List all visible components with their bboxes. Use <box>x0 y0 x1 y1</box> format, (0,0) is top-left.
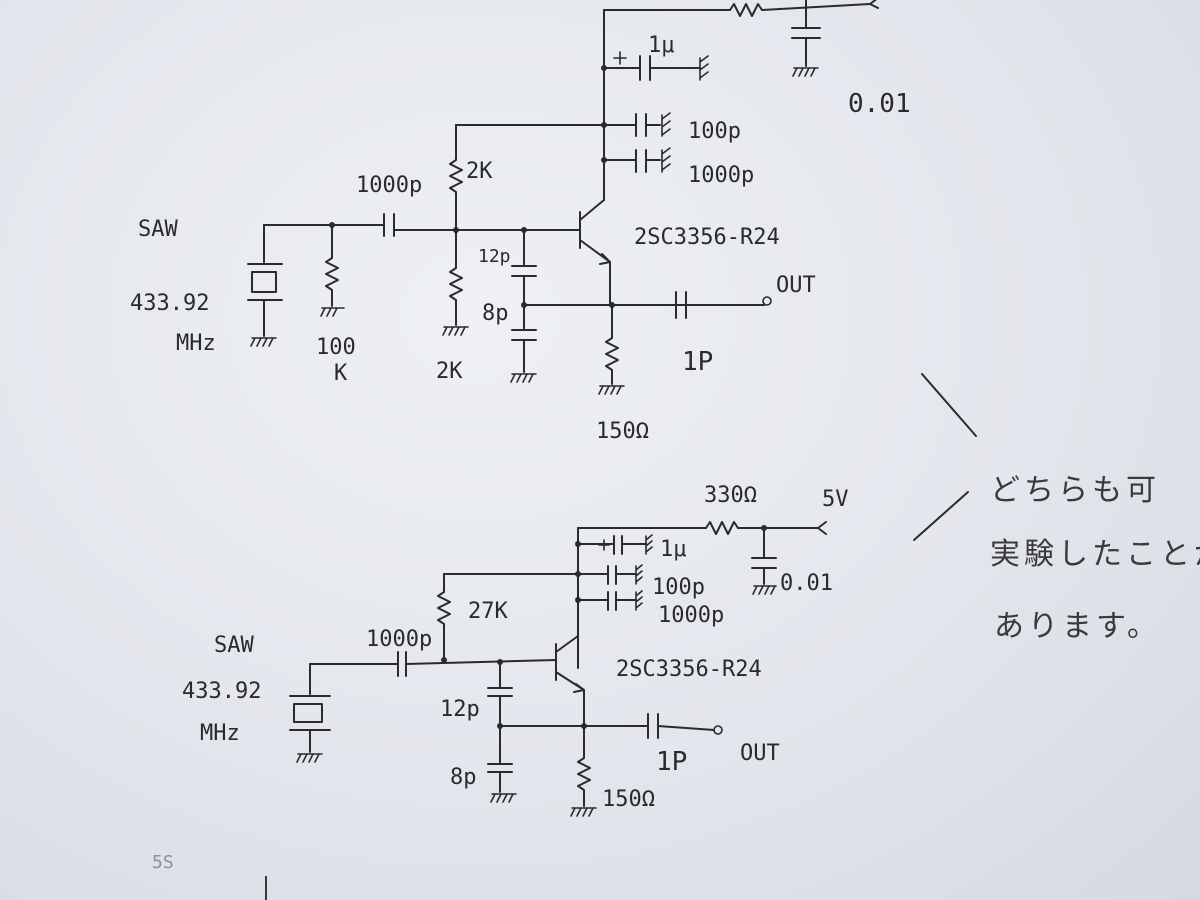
top-label-c-supply: 0.01 <box>848 89 911 119</box>
bottom-decoupling-caps <box>575 534 653 611</box>
top-label-transistor: 2SC3356-R24 <box>634 225 780 250</box>
bottom-label-c-decouple-1: 1μ <box>660 537 687 562</box>
bottom-label-c-feedback-1: 12p <box>440 697 480 722</box>
bottom-feedback-caps <box>487 659 643 803</box>
note-line-3: あります。 <box>994 609 1161 644</box>
bottom-label-r-supply: 330Ω <box>704 483 757 508</box>
top-transistor <box>455 199 611 306</box>
bottom-output <box>641 713 723 739</box>
top-label-c-coupling: 1000p <box>356 173 422 198</box>
bottom-emitter-resistor <box>570 725 597 817</box>
note-line-1: どちらも可 <box>990 473 1160 508</box>
top-label-c-feedback-1: 12p <box>478 246 511 267</box>
top-label-r-in-unit: K <box>334 361 348 386</box>
top-circuit: 0.01 1μ 100p 1000p 1000p 2K 2SC3356-R24 … <box>130 0 911 444</box>
top-output <box>611 291 772 319</box>
corner-mark: 5S <box>152 852 174 873</box>
top-label-r-bias-lower: 2K <box>436 359 463 384</box>
top-label-c-out: 1P <box>682 347 713 377</box>
top-decoupling-caps <box>601 51 709 201</box>
bottom-label-transistor: 2SC3356-R24 <box>616 657 762 682</box>
bottom-label-c-decouple-2: 100p <box>652 575 705 600</box>
top-label-c-decouple-1: 1μ <box>648 33 675 58</box>
bottom-label-r-emitter: 150Ω <box>602 787 655 812</box>
bottom-label-c-feedback-2: 8p <box>450 765 477 790</box>
bottom-label-saw-freq: 433.92 <box>182 679 261 704</box>
bottom-input-stage <box>289 651 557 763</box>
top-label-out: OUT <box>776 273 816 298</box>
divider-strokes <box>913 373 977 541</box>
bottom-transistor <box>555 635 585 727</box>
top-input-stage <box>247 213 457 347</box>
bottom-label-c-coupling: 1000p <box>366 627 432 652</box>
side-note: どちらも可 実験したことが あります。 <box>990 473 1200 644</box>
bottom-label-c-out: 1P <box>656 747 687 777</box>
bottom-label-r-bias: 27K <box>468 599 508 624</box>
bottom-label-supply-voltage: 5V <box>822 487 849 512</box>
bottom-circuit: 330Ω 5V 0.01 1μ 100p 1000p 27K 1000p 2SC… <box>182 483 849 817</box>
top-label-saw-freq: 433.92 <box>130 291 209 316</box>
bottom-label-saw-unit: MHz <box>200 721 240 746</box>
bottom-label-saw: SAW <box>214 633 254 658</box>
top-label-c-decouple-3: 1000p <box>688 163 754 188</box>
top-emitter-resistor <box>598 304 625 395</box>
bottom-bias-network <box>437 573 579 663</box>
top-label-saw-unit: MHz <box>176 331 216 356</box>
bottom-label-c-supply: 0.01 <box>780 571 833 596</box>
top-label-r-bias-upper: 2K <box>466 159 493 184</box>
note-line-2: 実験したことが <box>990 537 1200 572</box>
bottom-label-c-decouple-3: 1000p <box>658 603 724 628</box>
top-label-r-in: 100 <box>316 335 356 360</box>
top-label-saw: SAW <box>138 217 178 242</box>
bottom-label-out: OUT <box>740 741 780 766</box>
top-label-c-decouple-2: 100p <box>688 119 741 144</box>
top-label-c-feedback-2: 8p <box>482 301 509 326</box>
top-label-r-emitter: 150Ω <box>596 419 649 444</box>
top-supply-rail <box>603 0 879 126</box>
